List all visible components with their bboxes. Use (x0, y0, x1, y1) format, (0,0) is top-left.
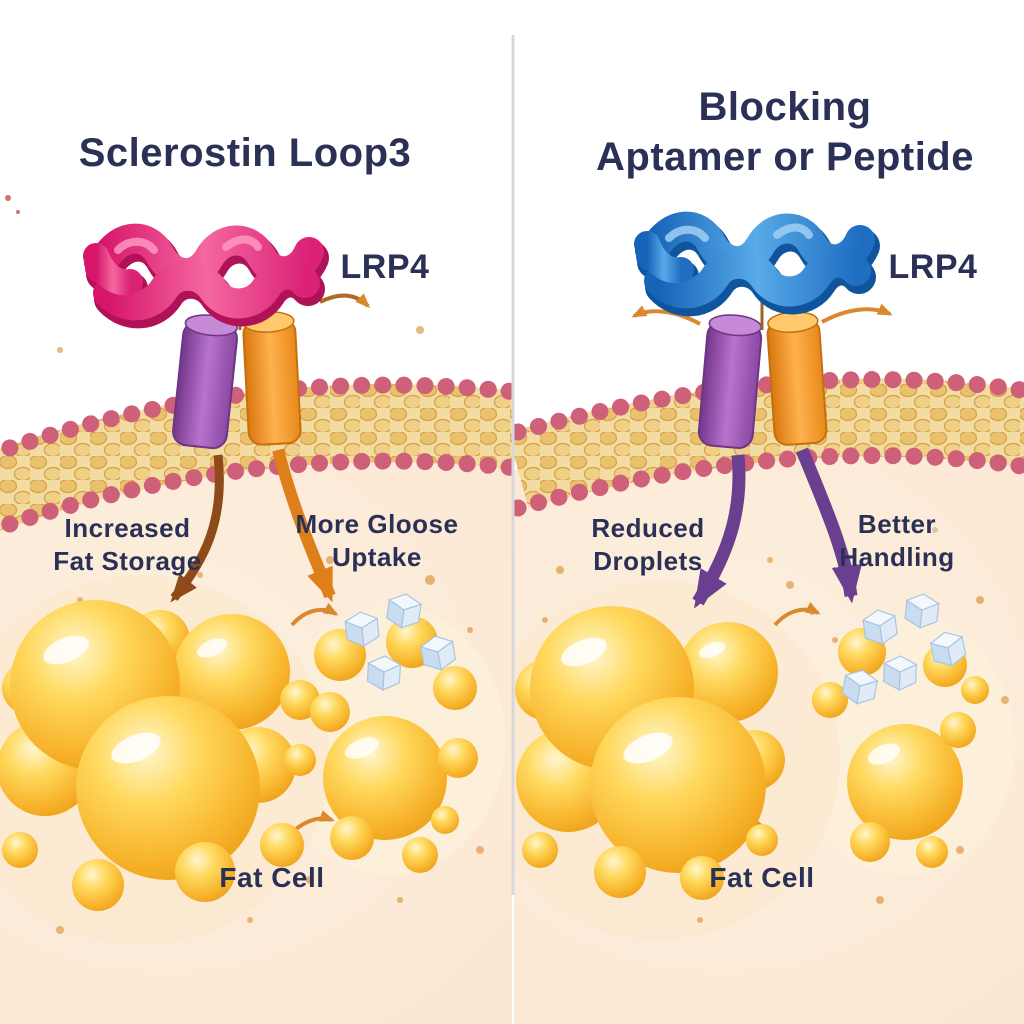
right-panel-illustration (514, 227, 1024, 1024)
left-orange-receptor-icon (241, 309, 303, 447)
effect-line: Fat Storage (53, 545, 202, 576)
right-panel-title-line2: Aptamer or Peptide (596, 135, 974, 179)
effect-line: Reduced (591, 513, 705, 543)
left-effect-fat-storage-label: Increased Fat Storage (30, 512, 225, 577)
right-purple-receptor-icon (696, 311, 764, 451)
aptamer-protein-icon (647, 227, 863, 300)
left-panel-title: Sclerostin Loop3 (78, 131, 412, 175)
effect-line: Droplets (593, 545, 703, 576)
left-fat-cell-label: Fat Cell (219, 862, 325, 893)
left-cell-membrane (0, 376, 512, 537)
effect-line: Increased (64, 513, 191, 543)
left-lrp4-label: LRP4 (340, 248, 430, 286)
effect-line: Handling (839, 541, 955, 572)
right-orange-receptor-icon (765, 309, 829, 447)
right-effect-better-handling-label: Better Handling (807, 508, 987, 573)
left-glucose-cluster (284, 591, 478, 873)
sclerostin-protein-icon (96, 239, 312, 312)
right-panel-title-line1: Blocking (698, 85, 872, 129)
right-glucose-cluster (812, 591, 989, 868)
left-panel-illustration (0, 195, 512, 1024)
effect-line: More Gloose (295, 509, 459, 539)
right-effect-reduced-droplets-label: Reduced Droplets (558, 512, 738, 577)
right-lrp4-label: LRP4 (888, 248, 978, 286)
left-lipid-droplets (0, 600, 320, 911)
right-fat-cell-label: Fat Cell (709, 862, 815, 893)
right-lipid-droplets (515, 606, 785, 900)
right-panel-title: Blocking Aptamer or Peptide (550, 82, 1020, 182)
left-effect-glucose-uptake-label: More Gloose Uptake (287, 508, 467, 573)
effect-line: Better (857, 509, 937, 539)
effect-line: Uptake (332, 541, 422, 572)
